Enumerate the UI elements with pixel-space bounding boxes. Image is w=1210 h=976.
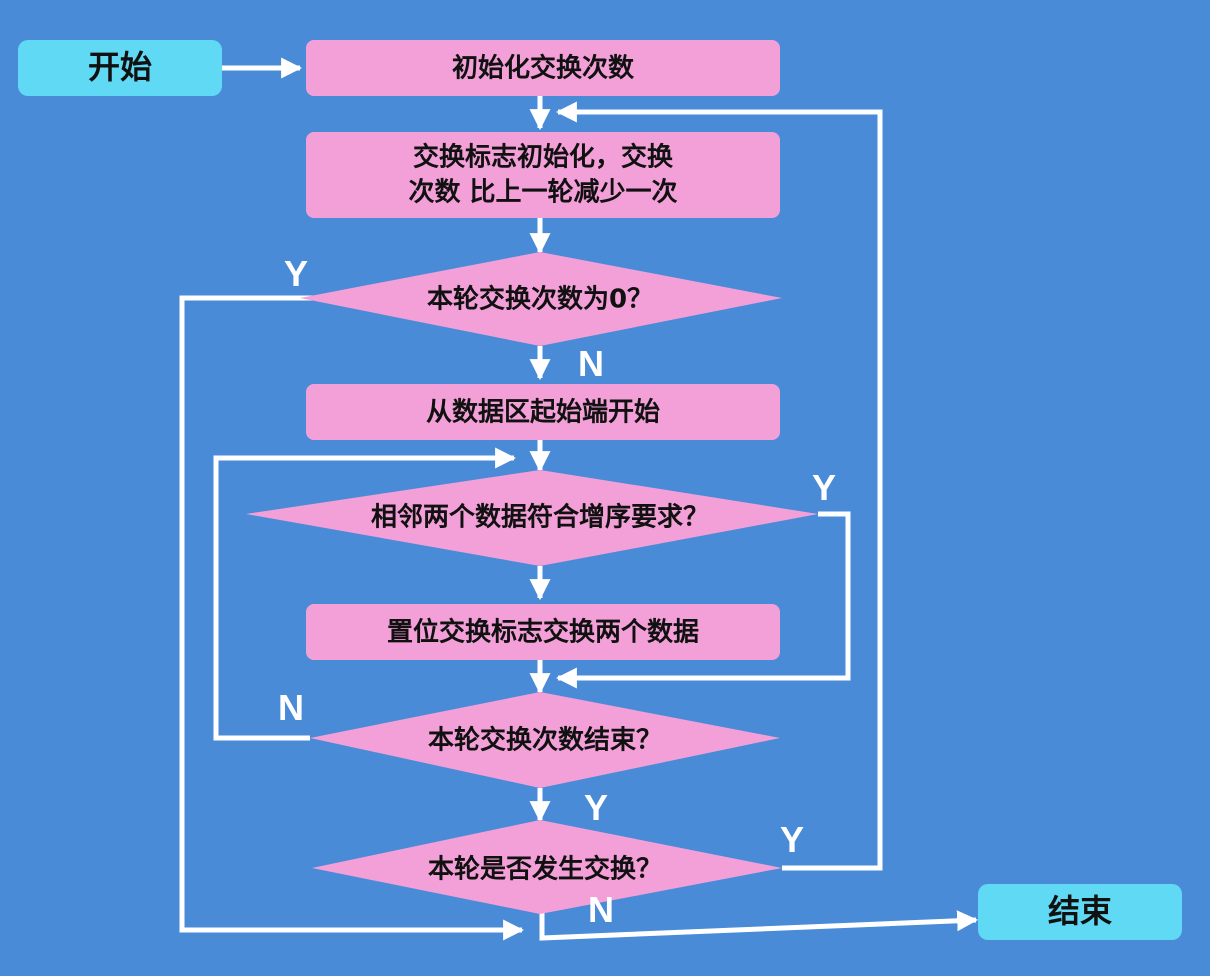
zero-check-label: 本轮交换次数为0？ [427, 284, 653, 315]
end-terminal: 结束 [978, 884, 1182, 940]
order-check-diamond: 相邻两个数据符合增序要求？ [246, 470, 818, 566]
arrow-swapped-yes-loop [555, 101, 883, 871]
from-start-box: 从数据区起始端开始 [306, 384, 780, 440]
init-count-label: 初始化交换次数 [452, 53, 635, 84]
round-yes-label: Y [584, 787, 608, 828]
swapped-check-diamond: 本轮是否发生交换？ [312, 820, 782, 914]
swapped-no-label: N [588, 889, 614, 930]
init-flag-label-line1: 交换标志初始化，交换 [413, 142, 674, 173]
set-flag-swap-box: 置位交换标志交换两个数据 [306, 604, 780, 660]
start-label: 开始 [88, 48, 152, 86]
from-start-label: 从数据区起始端开始 [426, 398, 660, 428]
round-no-label: N [278, 687, 304, 728]
arrow-order-yes-loop [555, 511, 851, 689]
init-flag-box: 交换标志初始化，交换 次数 比上一轮减少一次 [306, 132, 780, 218]
round-end-check-label: 本轮交换次数结束？ [428, 725, 662, 756]
order-check-label: 相邻两个数据符合增序要求？ [371, 502, 709, 533]
end-label: 结束 [1048, 892, 1112, 930]
start-terminal: 开始 [18, 40, 222, 96]
zero-check-diamond: 本轮交换次数为0？ [300, 252, 782, 346]
set-flag-swap-label: 置位交换标志交换两个数据 [387, 617, 699, 648]
zero-no-label: N [578, 343, 604, 384]
init-count-box: 初始化交换次数 [306, 40, 780, 96]
zero-yes-label: Y [284, 253, 308, 294]
order-yes-label: Y [812, 467, 836, 508]
arrow-round-no-loop [213, 447, 517, 741]
swapped-check-label: 本轮是否发生交换？ [428, 854, 662, 885]
round-end-check-diamond: 本轮交换次数结束？ [310, 692, 780, 788]
arrow-swapped-no-to-end [539, 910, 979, 941]
arrow-zero-yes-loop [179, 295, 525, 941]
init-flag-label-line2: 次数 比上一轮减少一次 [408, 178, 677, 208]
swapped-yes-label: Y [780, 819, 804, 860]
